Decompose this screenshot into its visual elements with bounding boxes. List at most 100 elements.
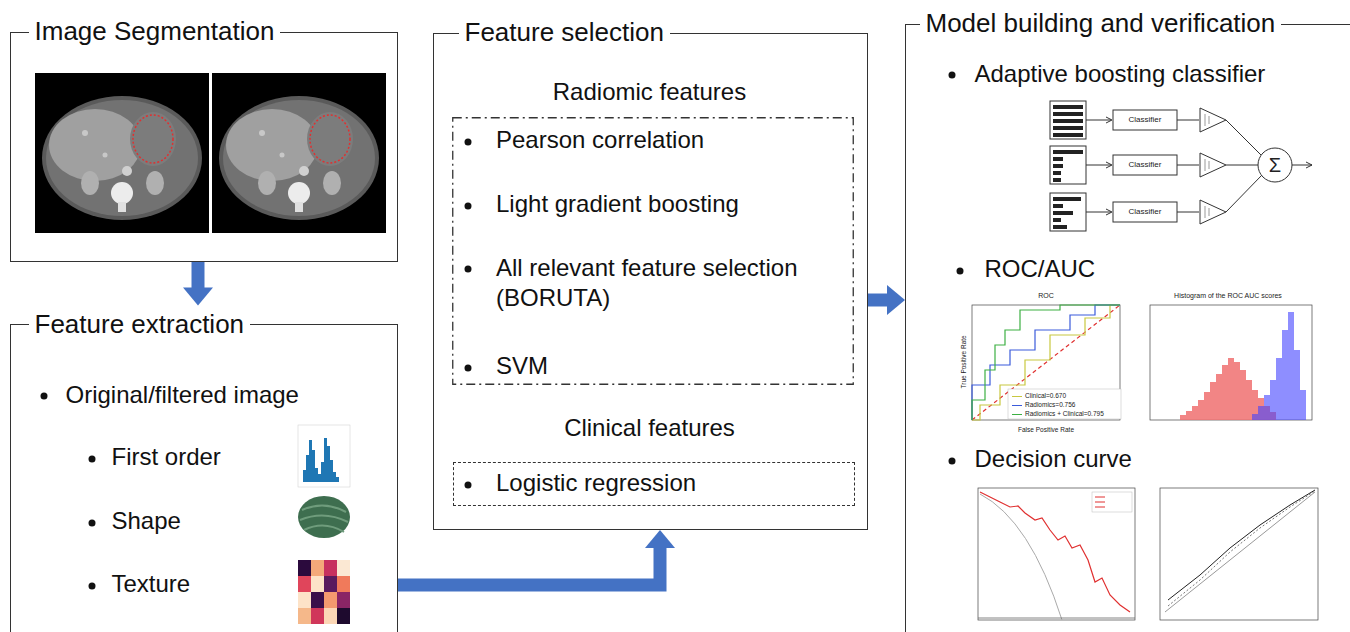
- adaboost-figure: [1053, 178, 1061, 182]
- bullets: [949, 458, 956, 465]
- ct-images: [35, 73, 386, 233]
- auc-histogram: [1252, 312, 1306, 420]
- auc-histogram: [1258, 398, 1264, 420]
- histogram-icon: [324, 438, 327, 482]
- legend-entry: Radiomics=0.756: [1012, 401, 1075, 409]
- adaboost-figure: [1053, 164, 1063, 168]
- dash-dot-outline: [453, 118, 854, 385]
- auc-histogram: [1252, 390, 1258, 420]
- bullets: [465, 482, 472, 489]
- texture-icon: [311, 560, 324, 576]
- block-arrow: [183, 262, 213, 306]
- adaboost-figure: [1113, 110, 1177, 130]
- histogram-icon: [318, 474, 321, 482]
- roc-chart: [1008, 389, 1121, 419]
- shape-icon: [298, 496, 350, 538]
- calibration-chart: [1165, 492, 1315, 612]
- auc-histogram: [1270, 380, 1276, 420]
- item-text: All relevant feature selection (BORUTA): [496, 253, 841, 313]
- adaboost-figure: [1053, 105, 1083, 229]
- histogram-icon: [303, 438, 339, 482]
- histogram-icon: [303, 470, 306, 482]
- texture-icon: [337, 560, 350, 576]
- decision-curve-chart: [978, 618, 1135, 619]
- auc-histogram: [1294, 350, 1300, 420]
- legend-sample: [1012, 405, 1022, 406]
- bullets: [949, 72, 956, 79]
- arrow-head: [183, 288, 213, 306]
- adaboost-figure: [1053, 105, 1083, 109]
- texture-icon: [298, 560, 311, 576]
- roc-chart: [972, 305, 1120, 420]
- item-text: Texture: [112, 570, 191, 599]
- auc-histogram: [1300, 390, 1306, 420]
- bullets: [41, 393, 48, 400]
- adaboost-figure: [1053, 218, 1061, 222]
- histogram-icon: [312, 450, 315, 482]
- auc-histogram: [1246, 380, 1252, 420]
- auc-histogram: [1140, 290, 1315, 440]
- figure-label: False Positive Rate: [1018, 426, 1074, 434]
- auc-histogram: [1240, 370, 1246, 420]
- model-panel: Model building and verificationAdaptive …: [905, 24, 1350, 632]
- texture-icon: [298, 592, 311, 608]
- auc-histogram: [1252, 414, 1258, 420]
- item-text: Clinical features: [564, 414, 735, 443]
- calibration-chart: [1160, 488, 1318, 620]
- legend-sample: [1012, 396, 1022, 397]
- adaboost-figure: [1053, 225, 1067, 229]
- legend-text: Radiomics + Clinical=0.795: [1025, 410, 1104, 417]
- bullets: [465, 139, 472, 146]
- adaboost-figure: [1050, 101, 1086, 139]
- adaboost-figure: [1053, 133, 1083, 137]
- adaboost-figure: [1050, 101, 1312, 231]
- ct-images: [212, 73, 386, 233]
- roc-chart: [972, 305, 1120, 420]
- ct-images: [35, 73, 209, 233]
- extraction-panel: Feature extractionOriginal/filtered imag…: [10, 324, 398, 632]
- figure-label: True Positive Rate: [960, 335, 968, 388]
- legend-text: Clinical=0.670: [1025, 392, 1066, 399]
- panel-heading: Feature extraction: [29, 309, 251, 340]
- adaboost-figure: [1053, 150, 1083, 154]
- histogram-icon: [327, 446, 330, 482]
- segmentation-panel: Image Segmentation: [10, 32, 398, 262]
- auc-histogram: [1222, 365, 1228, 420]
- auc-histogram: [1192, 406, 1198, 420]
- item-text: Light gradient boosting: [496, 190, 739, 219]
- adaboost-figure: [1053, 204, 1063, 208]
- histogram-icon: [298, 425, 350, 487]
- adaboost-figure: [1086, 120, 1111, 212]
- legend-entry: Radiomics + Clinical=0.795: [1012, 410, 1104, 418]
- histogram-icon: [306, 455, 309, 482]
- adaboost-figure: [1050, 146, 1086, 184]
- auc-histogram: [1234, 362, 1240, 420]
- arrow-shaft: [868, 294, 888, 307]
- shape-icon: [298, 496, 350, 538]
- auc-histogram: [1228, 358, 1234, 420]
- item-text: Pearson correlation: [496, 126, 704, 155]
- auc-histogram: [1140, 290, 1315, 440]
- calibration-chart: [1168, 491, 1315, 606]
- texture-icon: [337, 592, 350, 608]
- item-text: Radiomic features: [553, 78, 746, 107]
- auc-histogram: [1186, 411, 1192, 420]
- item-text: First order: [112, 443, 221, 472]
- adaboost-figure: [1106, 117, 1112, 215]
- roc-chart: [972, 305, 1120, 420]
- adaboost-figure: [1053, 197, 1081, 201]
- legend-text: Radiomics=0.756: [1025, 401, 1075, 408]
- roc-chart: [958, 290, 1125, 440]
- histogram-icon: [330, 460, 333, 482]
- histogram-icon: [315, 468, 318, 482]
- figure-label: Classifier: [1129, 160, 1162, 170]
- panel-heading: Image Segmentation: [29, 16, 281, 47]
- roc-chart: [958, 290, 1125, 440]
- auc-histogram: [1276, 358, 1282, 420]
- bullets: [89, 520, 96, 527]
- figure-label: Σ: [1269, 153, 1281, 177]
- calibration-chart: [1160, 488, 1318, 620]
- bullets: [89, 456, 96, 463]
- figure-label: Classifier: [1129, 115, 1162, 125]
- histogram-icon: [336, 477, 339, 482]
